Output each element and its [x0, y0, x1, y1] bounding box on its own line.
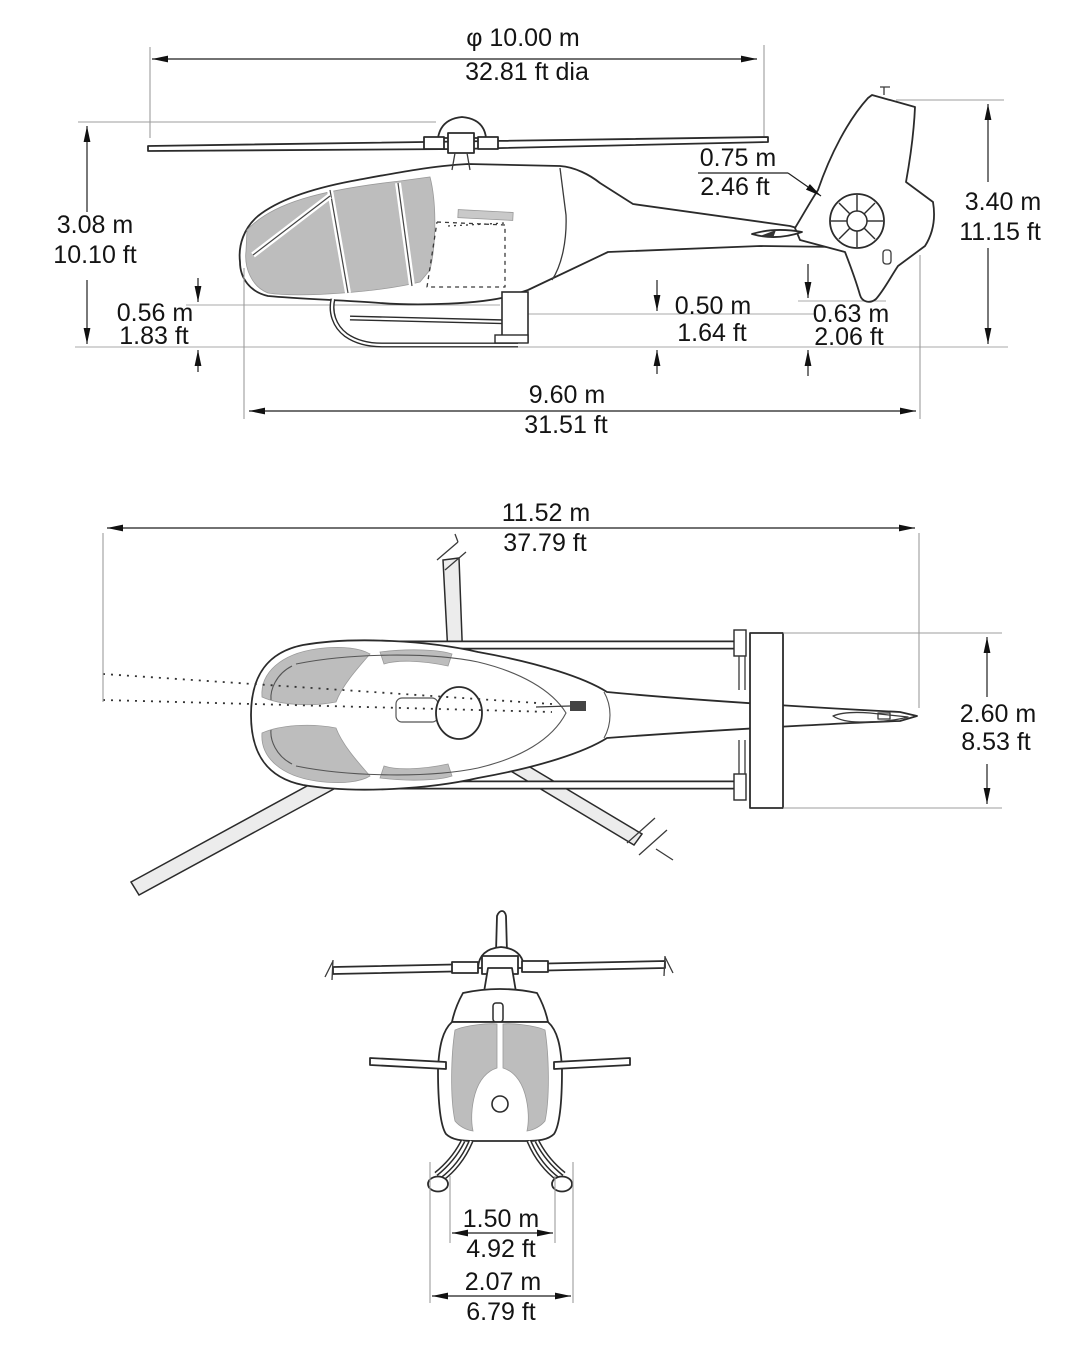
window-pillars: [251, 182, 415, 294]
top-view: 11.52 m 37.79 ft 2.60 m 8.53 ft: [102, 499, 1036, 896]
windshield-left-pane: [451, 1023, 498, 1132]
fin-antenna: [880, 86, 890, 95]
tail-cone-detail: [877, 712, 891, 720]
stabilizer-front-left: [369, 1057, 447, 1070]
door-outline-dashed: [426, 221, 506, 288]
dim-height-rotor-head-imperial: 10.10 ft: [53, 241, 136, 269]
dim-fenestron: 0.75 m 2.46 ft: [698, 144, 822, 201]
dim-fuselage-length-imperial: 31.51 ft: [524, 411, 607, 439]
tail-light: [882, 249, 892, 265]
dim-stabilizer-span-imperial: 8.53 ft: [961, 728, 1031, 756]
dim-skid-track: 1.50 m 4.92 ft: [429, 1162, 574, 1303]
dim-overall-height-metric: 3.40 m: [965, 188, 1041, 216]
dim-stabilizer-span-metric: 2.60 m: [960, 700, 1036, 728]
rotor-hub-top: [435, 686, 586, 740]
front-view: 1.50 m 4.92 ft 2.07 m 6.79 ft: [324, 910, 674, 1326]
blade-reach-dotted-upper: [102, 673, 553, 705]
blade-reach-dotted-lower: [102, 699, 553, 713]
dim-rotor-diameter-imperial: 32.81 ft dia: [465, 58, 589, 86]
dim-fuselage-length: 9.60 m 31.51 ft: [243, 255, 921, 439]
dim-cabin-ground-clearance-metric: 0.56 m: [117, 299, 193, 327]
landing-skid-side: [329, 291, 529, 348]
cowl-vent: [492, 1002, 504, 1023]
pitch-link-detail: [570, 701, 586, 711]
engine-louvre: [457, 209, 514, 221]
dim-cabin-ground-clearance: 0.56 m 1.83 ft: [117, 278, 202, 372]
dim-overall-length: 11.52 m 37.79 ft: [102, 499, 920, 708]
dim-stabilizer-span: 2.60 m 8.53 ft: [783, 632, 1036, 809]
windshield-right-pane: [502, 1023, 549, 1132]
dim-rear-ground-clearance: 0.50 m 1.64 ft: [653, 280, 751, 374]
tail-fin-front: [495, 910, 508, 953]
dim-fuselage-length-metric: 9.60 m: [529, 381, 605, 409]
dim-overall-height-imperial: 11.15 ft: [959, 218, 1041, 246]
fuselage-top-silhouette: [250, 639, 918, 791]
dim-rear-ground-clearance-imperial: 1.64 ft: [677, 319, 747, 347]
dim-rotor-diameter: φ 10.00 m 32.81 ft dia: [149, 24, 765, 138]
fenestron-rotor: [829, 193, 885, 249]
dim-skid-overall-width-metric: 2.07 m: [465, 1268, 541, 1296]
dim-overall-length-metric: 11.52 m: [502, 499, 590, 527]
door-rear-edge: [551, 167, 567, 281]
dim-tail-ground-clearance: 0.63 m 2.06 ft: [804, 264, 889, 376]
dim-height-rotor-head: 3.08 m 10.10 ft: [53, 121, 436, 344]
rotor-head: [423, 116, 499, 171]
dim-cabin-ground-clearance-imperial: 1.83 ft: [119, 322, 189, 350]
dim-tail-ground-clearance-metric: 0.63 m: [813, 300, 889, 328]
dim-skid-track-metric: 1.50 m: [463, 1205, 539, 1233]
canopy-frame-top: [270, 654, 611, 776]
dim-skid-track-imperial: 4.92 ft: [466, 1235, 536, 1263]
dim-overall-length-imperial: 37.79 ft: [503, 529, 586, 557]
dim-fenestron-metric: 0.75 m: [700, 144, 776, 172]
dim-skid-overall-width-imperial: 6.79 ft: [466, 1298, 536, 1326]
dim-skid-overall-width: 2.07 m 6.79 ft: [432, 1268, 571, 1326]
horizontal-stabilizer-top: [749, 632, 784, 809]
dim-height-rotor-head-metric: 3.08 m: [57, 211, 133, 239]
side-view: φ 10.00 m 32.81 ft dia 3.08 m 10.10 ft 0…: [53, 24, 1041, 439]
dim-overall-height: 3.40 m 11.15 ft: [896, 99, 1041, 344]
dim-rotor-diameter-metric: φ 10.00 m: [466, 24, 580, 52]
dim-fenestron-imperial: 2.46 ft: [700, 173, 770, 201]
landing-light: [491, 1095, 509, 1113]
cabin-shading-top: [261, 646, 453, 784]
dim-tail-ground-clearance-imperial: 2.06 ft: [814, 323, 884, 351]
stabilizer-tip-mark: [760, 230, 776, 238]
landing-skid-front: [427, 1139, 573, 1193]
stabilizer-front-right: [553, 1057, 631, 1070]
dim-rear-ground-clearance-metric: 0.50 m: [675, 292, 751, 320]
tail-cone-lens: [832, 711, 909, 723]
